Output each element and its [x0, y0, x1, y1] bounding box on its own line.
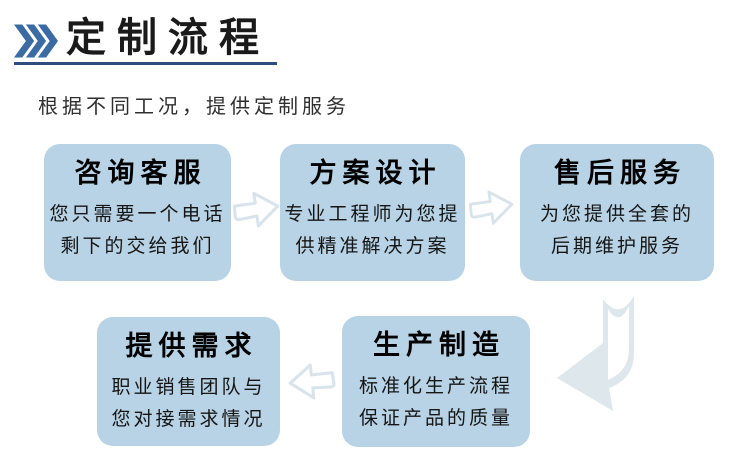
block-arrow-right-icon [232, 191, 280, 228]
step-desc-line: 标准化生产流程 [358, 376, 513, 398]
block-arrow-right-icon [468, 190, 514, 225]
title-underline [14, 62, 277, 65]
step-title: 方案设计 [309, 158, 442, 188]
curved-arrow-down-left-icon [557, 296, 634, 411]
step-box-after-sales-service: 售后服务 为您提供全套的 后期维护服务 [520, 144, 714, 281]
triple-chevron-right-icon [14, 24, 58, 58]
step-title: 咨询客服 [74, 158, 207, 188]
page-title: 定制流程 [66, 16, 270, 60]
step-desc-line: 职业销售团队与 [111, 377, 266, 399]
step-title: 提供需求 [125, 331, 258, 361]
step-box-consult-service: 咨询客服 您只需要一个电话 剩下的交给我们 [44, 144, 231, 281]
step-title: 生产制造 [373, 330, 505, 360]
step-desc-line: 专业工程师为您提 [284, 204, 461, 226]
step-desc-line: 剩下的交给我们 [60, 235, 215, 257]
step-desc-line: 您对接需求情况 [111, 408, 266, 430]
step-box-provide-requirements: 提供需求 职业销售团队与 您对接需求情况 [97, 317, 280, 446]
step-desc-line: 保证产品的质量 [358, 407, 513, 429]
step-box-solution-design: 方案设计 专业工程师为您提 供精准解决方案 [280, 144, 465, 281]
step-desc-line: 供精准解决方案 [295, 235, 450, 257]
block-arrow-left-icon [288, 363, 336, 400]
step-desc-line: 您只需要一个电话 [49, 204, 226, 226]
step-box-production-manufacturing: 生产制造 标准化生产流程 保证产品的质量 [342, 316, 530, 447]
step-desc-line: 为您提供全套的 [539, 204, 694, 226]
step-desc-line: 后期维护服务 [550, 235, 683, 257]
subtitle: 根据不同工况，提供定制服务 [38, 96, 350, 118]
step-title: 售后服务 [554, 158, 686, 188]
